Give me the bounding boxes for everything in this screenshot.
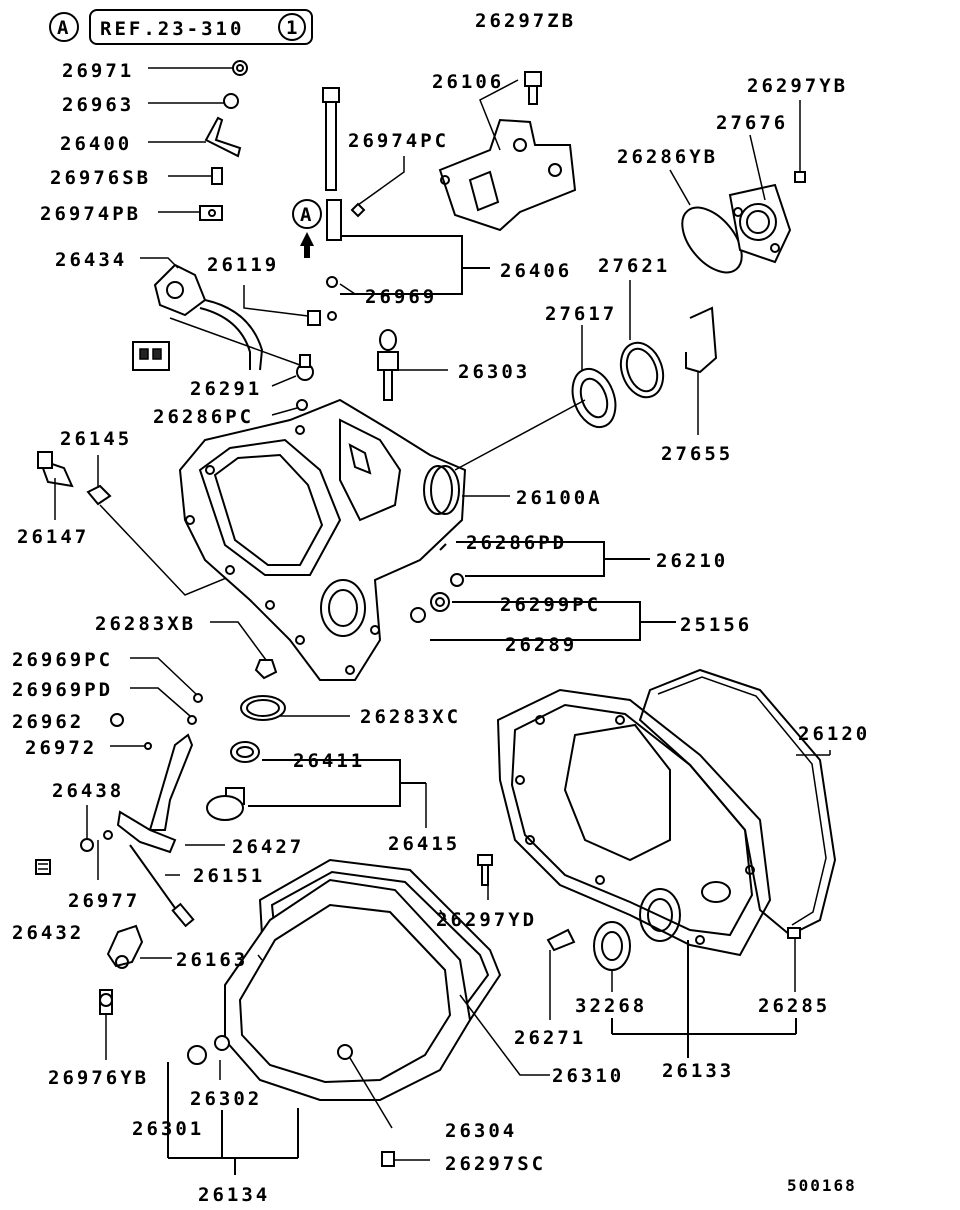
label-26297YD: 26297YD: [436, 909, 537, 931]
label-26972: 26972: [25, 737, 97, 759]
label-26106: 26106: [432, 71, 504, 93]
arrow-marker-letter: A: [300, 204, 314, 226]
rear-seal-housing: [669, 100, 806, 274]
label-26283XB: 26283XB: [95, 613, 196, 635]
diagram-id: 500168: [787, 1176, 857, 1195]
label-27655: 27655: [661, 443, 733, 465]
lever-26163: [99, 924, 172, 1060]
small-parts-center: [243, 285, 321, 416]
label-26432: 26432: [12, 922, 84, 944]
breather-26303: [377, 329, 448, 401]
sensor-harness-26434: [132, 257, 301, 371]
label-26438: 26438: [52, 780, 124, 802]
label-26145: 26145: [60, 428, 132, 450]
shift-lever-assembly: [35, 733, 225, 928]
label-26304: 26304: [445, 1120, 517, 1142]
ref-marker: A: [57, 17, 71, 39]
label-26962: 26962: [12, 711, 84, 733]
label-26210: 26210: [656, 550, 728, 572]
view-arrow-marker: A: [292, 199, 322, 258]
label-26303: 26303: [458, 361, 530, 383]
label-26969PC: 26969PC: [12, 649, 113, 671]
label-26977: 26977: [68, 890, 140, 912]
label-26289: 26289: [505, 634, 577, 656]
label-26271: 26271: [514, 1027, 586, 1049]
label-26415: 26415: [388, 833, 460, 855]
label-26434: 26434: [55, 249, 127, 271]
label-26310: 26310: [552, 1065, 624, 1087]
reference-badge: A REF.23-310 1: [49, 9, 313, 45]
label-26976SB: 26976SB: [50, 167, 151, 189]
shift-shaft-assembly: [322, 87, 490, 321]
ref-text: REF.23-310: [100, 18, 244, 40]
part-labels: 26297ZB 26971 26106 26297YB 26963 27676 …: [12, 10, 870, 1206]
oil-pan-26134: [187, 858, 550, 1167]
label-26297YB: 26297YB: [747, 75, 848, 97]
label-26969: 26969: [365, 286, 437, 308]
label-26976YB: 26976YB: [48, 1067, 149, 1089]
label-26147: 26147: [17, 526, 89, 548]
bracket-26106: [438, 71, 577, 232]
label-26427: 26427: [232, 836, 304, 858]
label-26400: 26400: [60, 133, 132, 155]
label-27617: 27617: [545, 303, 617, 325]
label-26119: 26119: [207, 254, 279, 276]
label-26283XC: 26283XC: [360, 706, 461, 728]
label-26302: 26302: [190, 1088, 262, 1110]
label-26133: 26133: [662, 1060, 734, 1082]
clutch-housing-26133: [477, 668, 837, 1058]
label-26151: 26151: [193, 865, 265, 887]
label-26971: 26971: [62, 60, 134, 82]
label-32268: 32268: [575, 995, 647, 1017]
label-26299PC: 26299PC: [500, 594, 601, 616]
label-26974PC: 26974PC: [348, 130, 449, 152]
label-26286PC: 26286PC: [153, 406, 254, 428]
oil-pan-callout-lines: [167, 1062, 299, 1175]
label-27676: 27676: [716, 112, 788, 134]
plug-parts-26210-25156: [410, 541, 676, 641]
label-26411: 26411: [293, 750, 365, 772]
label-26963: 26963: [62, 94, 134, 116]
small-parts-left-mid: [110, 621, 350, 750]
label-27621: 27621: [598, 255, 670, 277]
label-26285: 26285: [758, 995, 830, 1017]
transaxle-case-26100A: [178, 398, 586, 681]
label-26286PD: 26286PD: [466, 532, 567, 554]
label-26406: 26406: [500, 260, 572, 282]
label-26286YB: 26286YB: [617, 146, 718, 168]
label-25156: 25156: [680, 614, 752, 636]
seal-parts-right: [571, 280, 718, 435]
label-26163: 26163: [176, 949, 248, 971]
label-26969PD: 26969PD: [12, 679, 113, 701]
label-26100A: 26100A: [516, 487, 603, 509]
label-26297SC: 26297SC: [445, 1153, 546, 1175]
label-26120: 26120: [798, 723, 870, 745]
shaft-seal-26411-26415: [206, 741, 427, 828]
label-26134: 26134: [198, 1184, 270, 1206]
small-parts-top-left: [148, 60, 248, 221]
label-26297ZB: 26297ZB: [475, 10, 576, 32]
ref-circled-number: 1: [286, 17, 300, 39]
label-26291: 26291: [190, 378, 262, 400]
label-26974PB: 26974PB: [40, 203, 141, 225]
label-26301: 26301: [132, 1118, 204, 1140]
